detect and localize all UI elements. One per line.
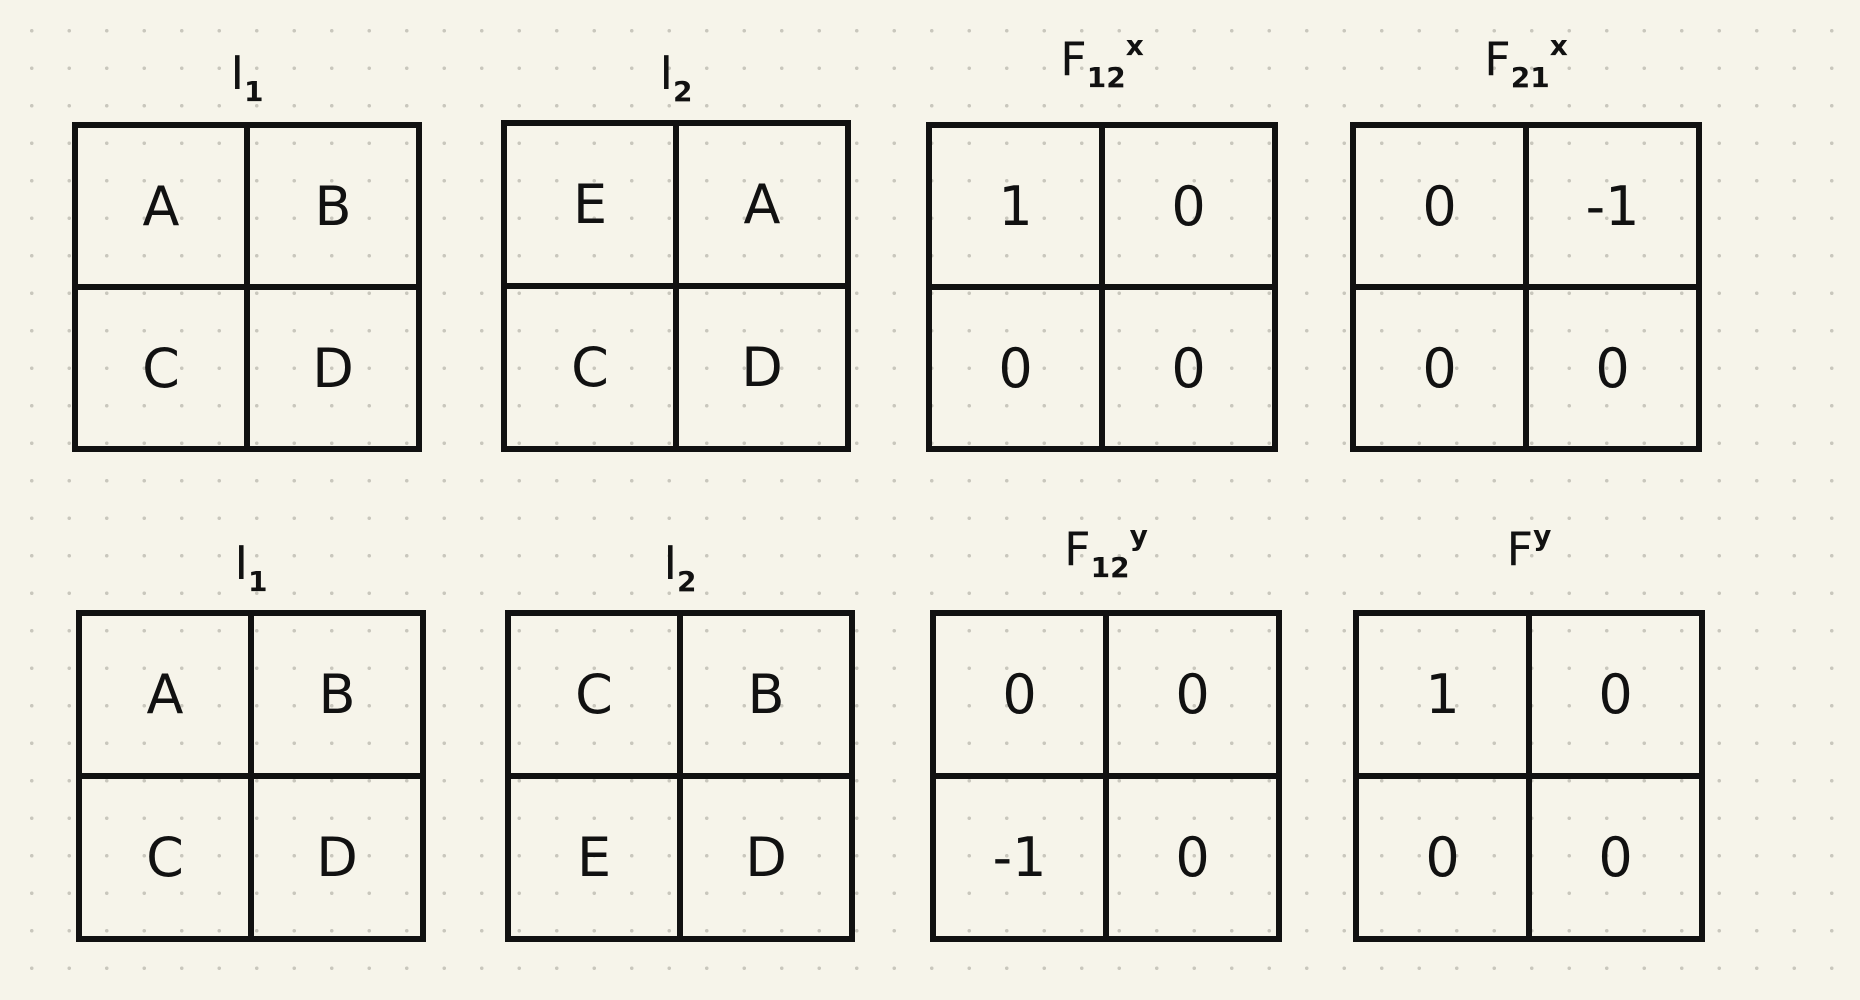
- matrix-cell: 0: [1102, 128, 1272, 287]
- panel-i2-bottom: I2 C B E D: [505, 530, 855, 950]
- matrix-cell: D: [247, 287, 416, 446]
- matrix-cell: B: [247, 128, 416, 287]
- matrix-cell: 0: [1106, 616, 1276, 776]
- matrix-grid: A B C D: [76, 610, 426, 942]
- matrix-cell: A: [676, 126, 845, 286]
- matrix-cell: 0: [1359, 776, 1529, 936]
- matrix-cell: 0: [1356, 128, 1526, 287]
- matrix-cell: 0: [1526, 287, 1696, 446]
- panel-i1-bottom: I1 A B C D: [76, 530, 426, 950]
- matrix-cell: C: [507, 286, 676, 446]
- panel-label: F12x: [1060, 28, 1144, 95]
- matrix-cell: 0: [932, 287, 1102, 446]
- panel-f12x: F12x 1 0 0 0: [926, 20, 1278, 460]
- panel-label: I2: [663, 536, 697, 599]
- matrix-cell: C: [78, 287, 247, 446]
- matrix-cell: 0: [936, 616, 1106, 776]
- panel-label: I1: [230, 46, 264, 109]
- matrix-grid: 1 0 0 0: [1353, 610, 1705, 942]
- panel-fy: Fy 1 0 0 0: [1353, 510, 1705, 950]
- matrix-cell: -1: [1526, 128, 1696, 287]
- matrix-cell: D: [251, 776, 420, 936]
- matrix-cell: 0: [1529, 616, 1699, 776]
- matrix-cell: E: [507, 126, 676, 286]
- matrix-cell: C: [511, 616, 680, 776]
- matrix-cell: E: [511, 776, 680, 936]
- panel-i1-top: I1 A B C D: [72, 40, 422, 460]
- matrix-cell: A: [78, 128, 247, 287]
- matrix-cell: C: [82, 776, 251, 936]
- matrix-cell: -1: [936, 776, 1106, 936]
- panel-label: I2: [659, 46, 693, 109]
- matrix-cell: D: [680, 776, 849, 936]
- matrix-grid: C B E D: [505, 610, 855, 942]
- panel-label: I1: [234, 536, 268, 599]
- panel-f12y: F12y 0 0 -1 0: [930, 510, 1282, 950]
- matrix-cell: D: [676, 286, 845, 446]
- panel-f21x: F21x 0 -1 0 0: [1350, 20, 1702, 460]
- matrix-grid: A B C D: [72, 122, 422, 452]
- panel-i2-top: I2 E A C D: [501, 40, 851, 460]
- matrix-grid: 1 0 0 0: [926, 122, 1278, 452]
- matrix-cell: 1: [1359, 616, 1529, 776]
- panel-label: F12y: [1064, 518, 1148, 585]
- matrix-grid: 0 -1 0 0: [1350, 122, 1702, 452]
- matrix-grid: E A C D: [501, 120, 851, 452]
- matrix-cell: B: [680, 616, 849, 776]
- matrix-cell: 0: [1106, 776, 1276, 936]
- matrix-cell: A: [82, 616, 251, 776]
- panel-label: Fy: [1506, 518, 1552, 576]
- matrix-grid: 0 0 -1 0: [930, 610, 1282, 942]
- matrix-cell: 0: [1529, 776, 1699, 936]
- matrix-cell: 0: [1102, 287, 1272, 446]
- panel-label: F21x: [1484, 28, 1568, 95]
- matrix-cell: 0: [1356, 287, 1526, 446]
- matrix-cell: B: [251, 616, 420, 776]
- matrix-cell: 1: [932, 128, 1102, 287]
